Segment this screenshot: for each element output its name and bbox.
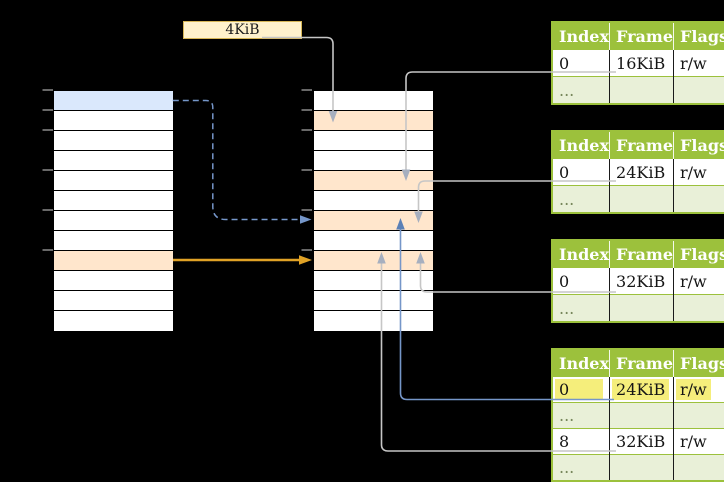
memory-row (54, 291, 173, 311)
cell-index: ... (552, 185, 610, 213)
arrow-mapping-orange-head (299, 255, 312, 265)
cell-flags: r/w (673, 158, 724, 186)
cell-frame: 16KiB (609, 49, 674, 77)
column-header-flags: Flags (673, 131, 724, 159)
cell-frame (609, 185, 674, 213)
cell-index: 0 (552, 267, 610, 295)
memory-row-orange (314, 111, 433, 131)
memory-row (314, 151, 433, 171)
cell-index: 0 (552, 49, 610, 77)
cell-flags: r/w (673, 49, 724, 77)
cell-flags (673, 294, 724, 322)
cell-frame (609, 454, 674, 481)
column-header-frame: Frame (609, 22, 674, 50)
memory-row-orange (314, 171, 433, 191)
column-header-frame: Frame (609, 349, 674, 377)
table-row: ... (552, 402, 724, 429)
cell-index: ... (552, 454, 610, 481)
column-header-index: Index (552, 240, 610, 268)
cell-index: 0 (552, 158, 610, 186)
cell-frame: 32KiB (609, 267, 674, 295)
column-header-frame: Frame (609, 240, 674, 268)
memory-row-blue (54, 91, 173, 111)
memory-row (54, 151, 173, 171)
cell-flags (673, 185, 724, 213)
table-row: ... (552, 76, 724, 104)
physical-memory-column (313, 90, 434, 332)
cell-frame: 24KiB (609, 376, 674, 403)
virtual-memory-column (53, 90, 174, 332)
memory-row (54, 311, 173, 331)
memory-row (54, 231, 173, 251)
table-row: ... (552, 454, 724, 481)
cell-flags (673, 76, 724, 104)
memory-row (314, 311, 433, 331)
cell-frame: 24KiB (609, 158, 674, 186)
arrow-translation-dashed-head (300, 215, 312, 224)
memory-row (314, 191, 433, 211)
cell-flags: r/w (673, 376, 724, 403)
table-row: 0 24KiB r/w (552, 376, 724, 403)
memory-row (54, 191, 173, 211)
memory-row (54, 211, 173, 231)
cell-index: ... (552, 402, 610, 429)
memory-row (54, 171, 173, 191)
column-header-flags: Flags (673, 22, 724, 50)
cell-frame: 32KiB (609, 428, 674, 455)
memory-row (54, 111, 173, 131)
cell-index: 8 (552, 428, 610, 455)
table-row: ... (552, 294, 724, 322)
memory-row (314, 91, 433, 111)
cell-frame (609, 76, 674, 104)
highlighted-value: 24KiB (612, 379, 670, 400)
column-header-index: Index (552, 349, 610, 377)
cell-index: ... (552, 76, 610, 104)
memory-row-orange (54, 251, 173, 271)
memory-row (314, 271, 433, 291)
highlighted-value: 0 (555, 379, 603, 400)
cell-index: 0 (552, 376, 610, 403)
cell-index: ... (552, 294, 610, 322)
memory-row (314, 131, 433, 151)
cell-flags: r/w (673, 428, 724, 455)
column-header-frame: Frame (609, 131, 674, 159)
memory-row (54, 131, 173, 151)
column-header-flags: Flags (673, 349, 724, 377)
memory-row (314, 291, 433, 311)
column-header-flags: Flags (673, 240, 724, 268)
frame-size-label: 4KiB (183, 21, 302, 39)
arrow-translation-dashed (172, 99, 300, 221)
column-header-index: Index (552, 22, 610, 50)
memory-row-orange (314, 251, 433, 271)
highlighted-value: r/w (676, 379, 711, 400)
table-row: ... (552, 185, 724, 213)
cell-flags (673, 454, 724, 481)
cell-frame (609, 402, 674, 429)
cell-frame (609, 294, 674, 322)
memory-row-orange (314, 211, 433, 231)
cell-flags: r/w (673, 267, 724, 295)
memory-row (314, 231, 433, 251)
column-header-index: Index (552, 131, 610, 159)
cell-flags (673, 402, 724, 429)
memory-row (54, 271, 173, 291)
